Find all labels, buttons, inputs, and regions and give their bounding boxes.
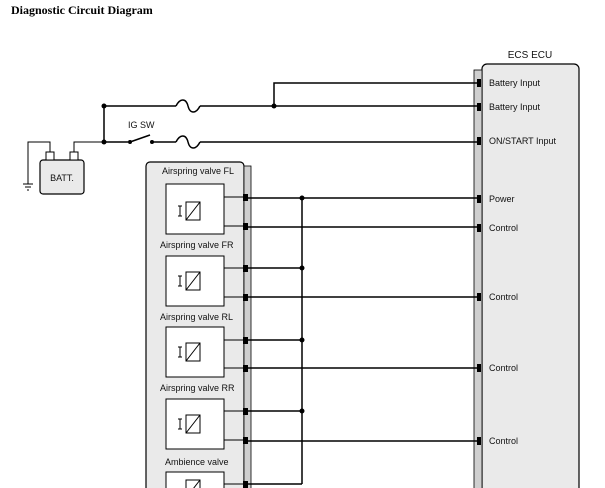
- ig-sw-label: IG SW: [128, 120, 155, 130]
- page-title: Diagnostic Circuit Diagram: [11, 3, 153, 17]
- valve-label-fl: Airspring valve FL: [162, 166, 234, 176]
- ignition-switch: IG SW: [104, 120, 478, 149]
- valve-label-rl: Airspring valve RL: [160, 312, 233, 322]
- ecu-pin-on-start-input: ON/START Input: [489, 136, 557, 146]
- ecu-pin-control-4: Control: [489, 436, 518, 446]
- solenoid-icon: [165, 471, 244, 488]
- power-bus: [248, 195, 478, 485]
- solenoid-icon: [165, 398, 244, 450]
- ground-icon: [23, 141, 51, 191]
- battery: BATT.: [39, 151, 85, 195]
- ecu-pin-control-3: Control: [489, 363, 518, 373]
- battery-label: BATT.: [50, 173, 74, 183]
- valve-label-ambience: Ambience valve: [165, 457, 229, 467]
- ecu-pin-control-2: Control: [489, 292, 518, 302]
- ecu-title: ECS ECU: [508, 50, 552, 61]
- battery-positive-wire: [73, 141, 104, 152]
- ecu-pin-power: Power: [489, 194, 515, 204]
- valve-label-rr: Airspring valve RR: [160, 383, 235, 393]
- valve-label-fr: Airspring valve FR: [160, 240, 234, 250]
- solenoid-icon: [165, 255, 244, 307]
- solenoid-icon: [165, 326, 244, 378]
- ecu-pin-battery-input-2: Battery Input: [489, 102, 541, 112]
- ecu-pin-terminals: [477, 79, 481, 445]
- ecu-pin-battery-input-1: Battery Input: [489, 78, 541, 88]
- ecu-pin-control-1: Control: [489, 223, 518, 233]
- solenoid-icon: [165, 183, 244, 235]
- ecu-box: ECS ECU: [473, 50, 580, 488]
- valve-terminals: [243, 194, 248, 488]
- battery-input-wiring: [101, 82, 478, 145]
- control-wiring: [248, 226, 478, 442]
